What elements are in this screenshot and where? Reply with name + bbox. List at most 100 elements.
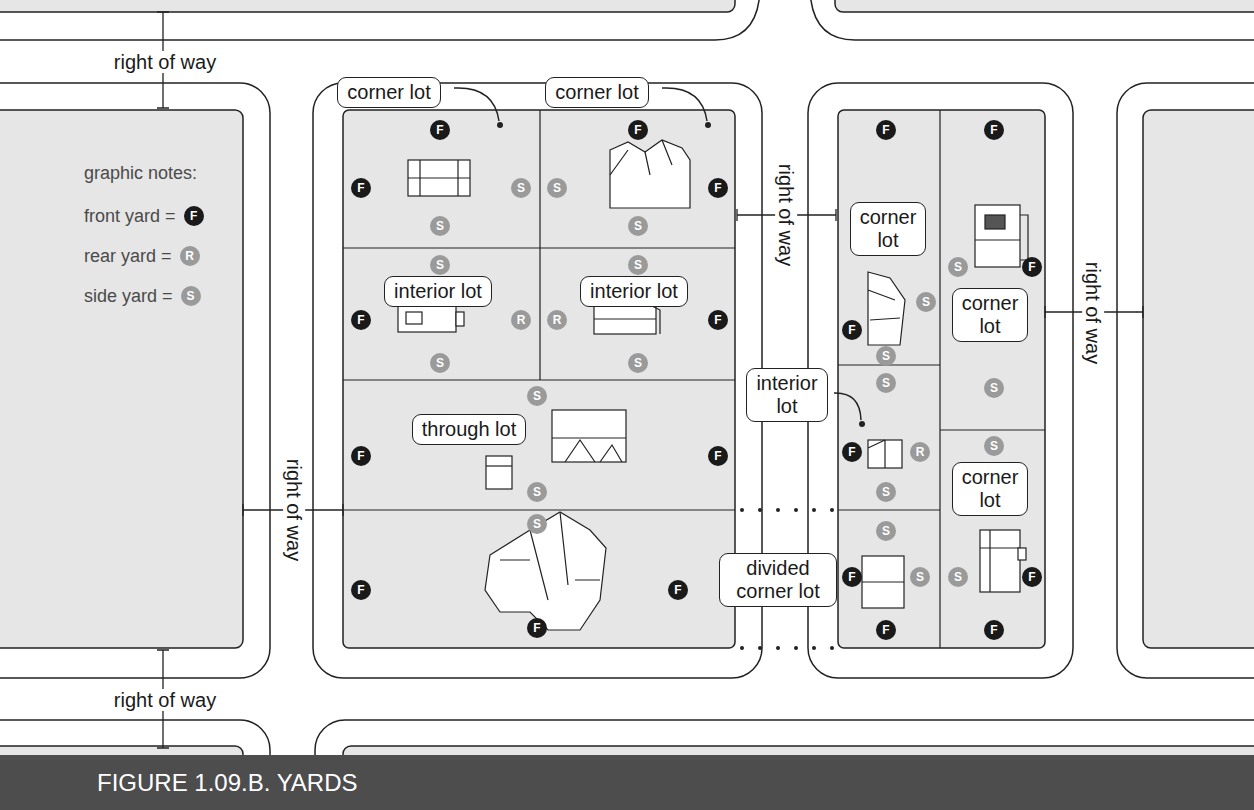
yard-marker: S — [628, 216, 648, 236]
yard-marker: S — [430, 255, 450, 275]
yard-marker: S — [876, 521, 896, 541]
yard-marker: F — [351, 446, 371, 466]
dotted-lot-line — [776, 646, 780, 650]
yard-letter: S — [948, 567, 968, 587]
lot-callout: corner lot — [337, 77, 440, 108]
yard-marker: S — [511, 178, 531, 198]
callout-text: interior lot — [590, 280, 678, 303]
lot-callout: corner lot — [545, 77, 648, 108]
yard-marker: F — [708, 178, 728, 198]
yard-letter: F — [984, 120, 1004, 140]
dotted-lot-line — [812, 646, 816, 650]
legend-letter: S — [181, 286, 201, 306]
yard-letter: F — [708, 178, 728, 198]
right-of-way-dimension — [157, 12, 1143, 748]
house-footprint — [862, 556, 904, 608]
callout-text: corner lot — [962, 292, 1019, 338]
yard-marker: S — [527, 514, 547, 534]
legend-swatch: S — [181, 286, 201, 306]
street-blocks — [808, 83, 1073, 678]
leader-line — [662, 88, 707, 121]
yard-marker: S — [916, 292, 936, 312]
callout-text: divided corner lot — [729, 557, 827, 603]
yard-letter: F — [430, 120, 450, 140]
yard-marker: S — [430, 216, 450, 236]
yard-letter: S — [527, 514, 547, 534]
yard-letter: F — [351, 310, 371, 330]
yard-letter: F — [351, 446, 371, 466]
dotted-lot-line — [758, 646, 762, 650]
lot-callout: interior lot — [580, 276, 688, 307]
yard-marker: F — [984, 620, 1004, 640]
street-blocks — [1143, 110, 1254, 648]
leader-line — [454, 88, 499, 121]
yard-marker: F — [708, 310, 728, 330]
yard-marker: S — [876, 373, 896, 393]
yard-letter: S — [910, 567, 930, 587]
yard-letter: S — [984, 436, 1004, 456]
street-blocks — [1117, 83, 1254, 678]
house-footprint — [975, 205, 1020, 267]
yard-marker: S — [876, 346, 896, 366]
yard-letter: S — [628, 255, 648, 275]
legend-letter: R — [180, 246, 200, 266]
leader-line — [834, 393, 861, 420]
house-footprint — [980, 530, 1020, 592]
yard-marker: F — [876, 120, 896, 140]
yard-marker: F — [527, 618, 547, 638]
yard-marker: F — [351, 580, 371, 600]
house-footprint — [552, 410, 626, 462]
yard-letter: S — [511, 178, 531, 198]
dotted-lot-line — [740, 646, 744, 650]
yard-letter: F — [842, 567, 862, 587]
right-of-way-label: right of way — [110, 689, 220, 711]
house-footprint — [975, 215, 1028, 260]
dotted-lot-line — [812, 508, 816, 512]
house-footprint — [456, 312, 464, 326]
yard-marker: F — [351, 178, 371, 198]
dotted-lot-line — [830, 508, 834, 512]
callout-text: corner lot — [860, 206, 917, 252]
legend-text: rear yard = — [84, 245, 172, 267]
lot-callout: corner lot — [952, 462, 1029, 516]
yard-marker: S — [527, 482, 547, 502]
yard-marker: F — [842, 567, 862, 587]
lot-callout: corner lot — [952, 288, 1029, 342]
street-blocks — [0, 110, 243, 648]
yard-letter: F — [351, 178, 371, 198]
yard-marker: S — [910, 567, 930, 587]
yard-marker: F — [1022, 257, 1042, 277]
right-of-way-label: right of way — [1082, 258, 1104, 368]
figure-title: FIGURE 1.09.B. YARDS — [97, 768, 358, 798]
yard-marker: R — [910, 442, 930, 462]
dotted-lot-line — [776, 508, 780, 512]
yard-letter: F — [842, 442, 862, 462]
yard-letter: S — [876, 521, 896, 541]
yard-marker: S — [876, 482, 896, 502]
yard-marker: S — [547, 178, 567, 198]
right-of-way-label: right of way — [110, 51, 220, 73]
yard-marker: S — [984, 436, 1004, 456]
house-footprint — [868, 440, 902, 468]
yard-letter: R — [511, 310, 531, 330]
leader-dot — [497, 122, 865, 427]
yard-letter: S — [430, 216, 450, 236]
house-footprint — [486, 456, 512, 489]
house-footprint — [985, 215, 1005, 229]
legend-text: side yard = — [84, 285, 173, 307]
street-blocks — [313, 83, 762, 678]
yard-letter: F — [628, 120, 648, 140]
house-footprint — [862, 581, 904, 582]
house-footprint — [406, 312, 422, 324]
house-footprint — [868, 440, 885, 468]
lot-lines — [343, 110, 735, 510]
yard-marker: F — [876, 620, 896, 640]
callout-text: corner lot — [347, 81, 430, 104]
dotted-lot-line — [830, 646, 834, 650]
lot-callout: divided corner lot — [719, 553, 837, 607]
house-footprint — [398, 306, 456, 332]
yard-marker: F — [351, 310, 371, 330]
house-footprint — [868, 272, 905, 345]
